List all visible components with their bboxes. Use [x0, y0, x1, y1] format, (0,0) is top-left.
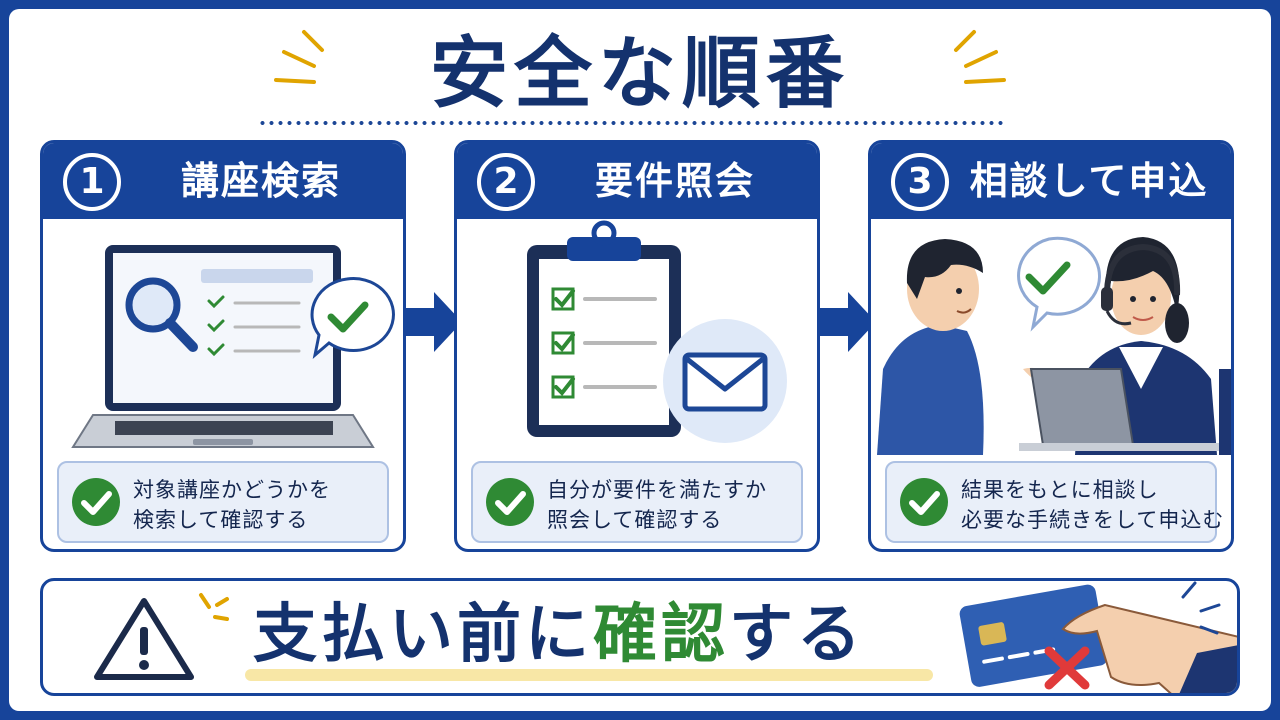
step-1-note-line-1: 対象講座かどうかを	[133, 478, 331, 502]
step-2-note-text: 自分が要件を満たすか 照会して確認する	[547, 475, 795, 535]
step-3-header: 3 相談して申込	[871, 143, 1231, 219]
check-circle-icon	[72, 478, 120, 526]
credit-card-icon	[959, 584, 1108, 687]
arrow-right-icon	[404, 292, 462, 352]
step-1-label: 講座検索	[180, 159, 341, 203]
sparkle-left-icon	[274, 30, 324, 84]
step-3-note-line-2: 必要な手続きをして申込む	[961, 508, 1225, 532]
sparkle-icon	[199, 593, 229, 621]
consultation-illustration	[877, 236, 1231, 455]
page-title: 安全な順番	[429, 29, 850, 119]
step-2-header: 2 要件照会	[457, 143, 817, 219]
banner-text-after: する	[729, 598, 865, 672]
envelope-icon	[663, 319, 787, 443]
step-3-note-text: 結果をもとに相談し 必要な手続きをして申込む	[961, 475, 1225, 535]
card-hand-illustration	[959, 581, 1237, 693]
clipboard-illustration	[527, 220, 787, 443]
step-2-note-line-1: 自分が要件を満たすか	[547, 478, 767, 502]
step-3-note: 結果をもとに相談し 必要な手続きをして申込む	[885, 461, 1225, 543]
banner-underline	[245, 669, 933, 681]
banner-text: 支払い前に確認する	[253, 595, 865, 675]
x-mark-icon	[1044, 646, 1090, 690]
laptop-search-illustration	[71, 245, 395, 448]
step-3-label: 相談して申込	[969, 159, 1209, 203]
sparkle-right-icon	[954, 30, 1006, 84]
step-1-note-text: 対象講座かどうかを 検索して確認する	[133, 475, 381, 535]
step-1-panel: 1 講座検索	[40, 140, 406, 552]
check-circle-icon	[900, 478, 948, 526]
step-3-note-line-1: 結果をもとに相談し	[961, 478, 1159, 502]
step-2-panel: 2 要件照会	[454, 140, 820, 552]
check-bubble-icon	[310, 277, 395, 359]
warning-icon	[94, 598, 194, 680]
magnifier-icon	[125, 277, 198, 352]
step-2-number: 2	[477, 153, 535, 211]
step-3-panel: 3 相談して申込	[868, 140, 1234, 552]
step-1-header: 1 講座検索	[43, 143, 403, 219]
arrow-right-icon	[818, 292, 876, 352]
step-2-label: 要件照会	[594, 159, 755, 203]
consultation-icon	[877, 236, 1231, 455]
warning-banner: 支払い前に確認する	[40, 578, 1240, 696]
step-3-number: 3	[891, 153, 949, 211]
banner-text-highlight: 確認	[593, 598, 729, 672]
title-divider	[258, 120, 1004, 126]
step-1-number: 1	[63, 153, 121, 211]
step-1-note: 対象講座かどうかを 検索して確認する	[57, 461, 389, 543]
clipboard-icon	[527, 220, 681, 437]
banner-text-before: 支払い前に	[253, 598, 593, 672]
step-2-note-line-2: 照会して確認する	[547, 508, 723, 532]
check-circle-icon	[486, 478, 534, 526]
step-1-note-line-2: 検索して確認する	[133, 508, 309, 532]
step-2-note: 自分が要件を満たすか 照会して確認する	[471, 461, 803, 543]
